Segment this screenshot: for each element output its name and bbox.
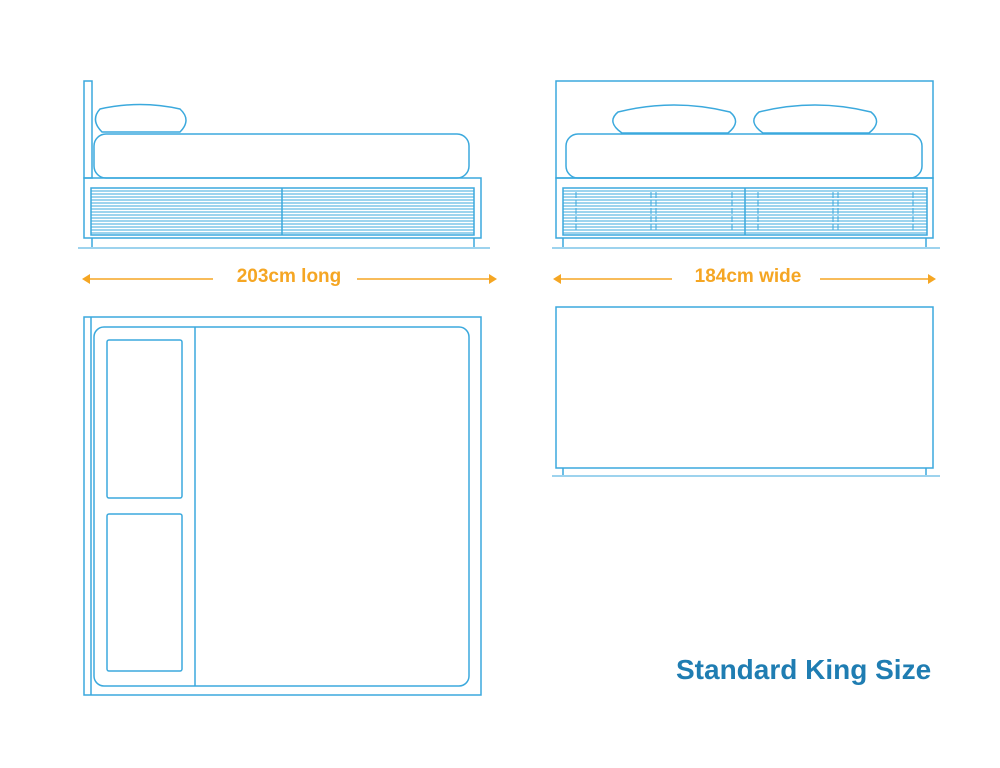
drawer-slats [562, 187, 928, 236]
arrow-left-icon [82, 274, 90, 284]
side-view [78, 80, 490, 249]
mattress [93, 133, 470, 179]
width-dimension [553, 274, 936, 284]
arrow-left-icon [553, 274, 561, 284]
drawer-slats [90, 187, 475, 236]
pillow-left [612, 104, 737, 134]
pillow-right [753, 104, 878, 134]
footboard [555, 306, 934, 469]
diagram-title: Standard King Size [676, 654, 932, 685]
arrow-right-icon [489, 274, 497, 284]
mattress [93, 326, 470, 687]
pillow [106, 339, 183, 499]
foot-view [552, 306, 940, 477]
width-label: 184cm wide [694, 266, 802, 287]
pillow [106, 513, 183, 672]
front-view [552, 80, 940, 249]
length-dimension [82, 274, 497, 284]
mattress [565, 133, 923, 179]
headboard [83, 80, 93, 179]
headboard [555, 80, 934, 179]
length-label: 203cm long [236, 266, 342, 287]
bed-frame [83, 316, 482, 696]
pillow [94, 103, 187, 133]
top-view [83, 316, 482, 696]
arrow-right-icon [928, 274, 936, 284]
